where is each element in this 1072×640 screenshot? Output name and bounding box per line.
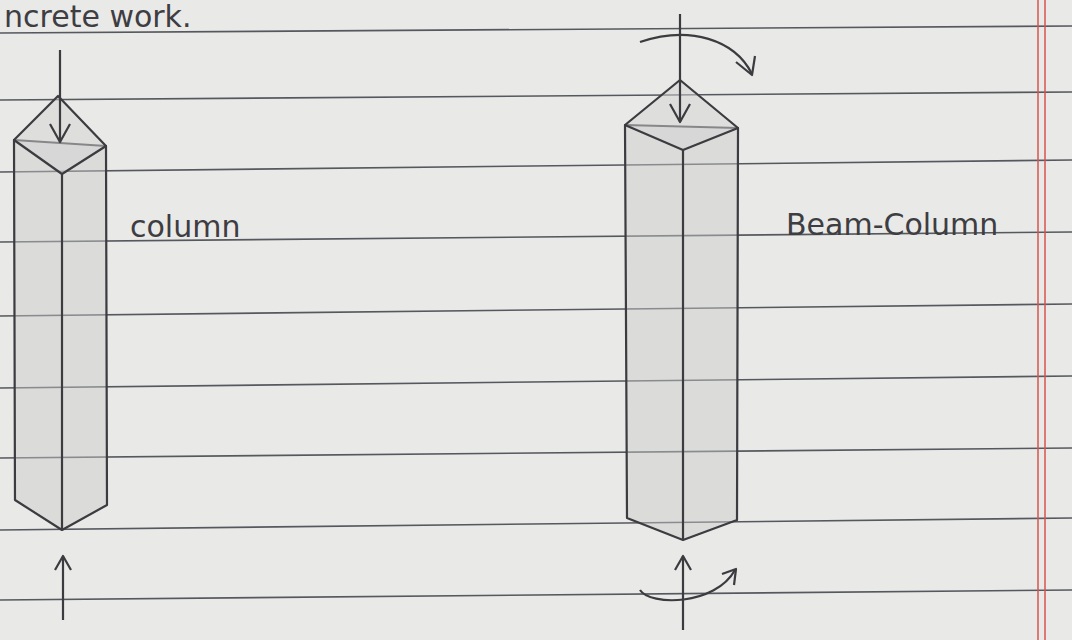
page-heading: ncrete work.	[4, 0, 192, 33]
ruled-lines	[0, 26, 1072, 600]
column-prism	[14, 50, 107, 620]
member-label: Beam-Column	[786, 208, 998, 241]
member-label: column	[130, 210, 240, 243]
beam-column-prism	[625, 14, 755, 630]
margin-lines	[1038, 0, 1045, 640]
